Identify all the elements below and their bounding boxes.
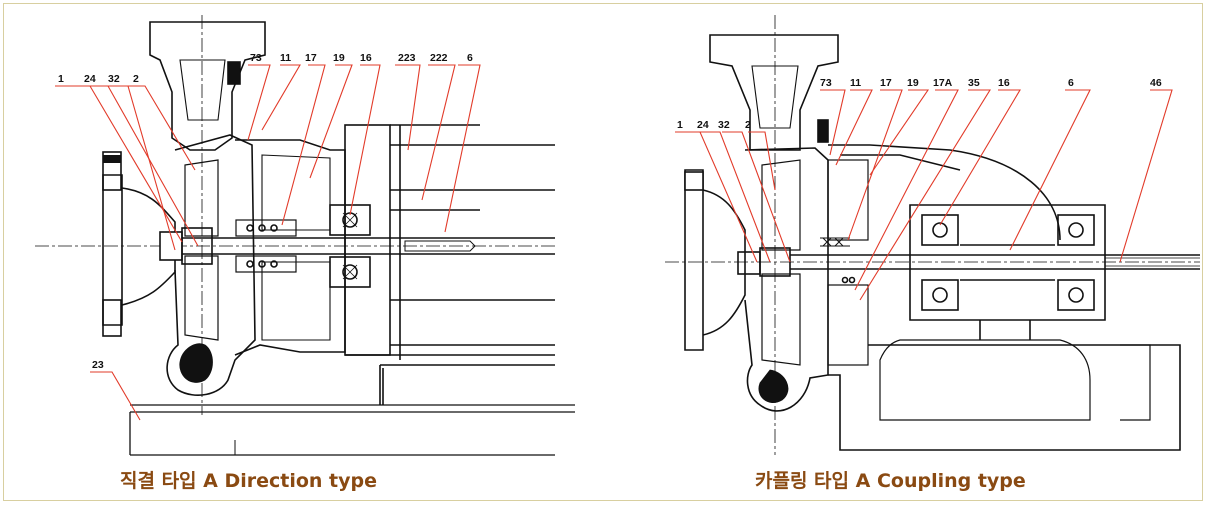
label-11: 11 [850,77,861,89]
left-diagram-caption: 직결 타입 A Direction type [120,470,378,492]
label-17a: 17A [933,77,953,89]
label-6: 6 [467,52,473,64]
label-19: 19 [333,52,345,64]
label-1: 1 [58,73,64,85]
label-35: 35 [968,77,980,89]
left-callout-labels: 1 24 32 2 73 11 17 19 16 223 222 6 23 [58,52,473,371]
label-2: 2 [133,73,139,85]
right-pump-drawing [665,15,1200,455]
label-32: 32 [718,119,730,131]
label-1: 1 [677,119,683,131]
label-2: 2 [745,119,751,131]
figure-frame [3,3,1203,501]
label-73: 73 [250,52,262,64]
right-callout-labels: 1 24 32 2 73 11 17 19 17A 35 16 6 46 [677,77,1162,131]
right-diagram-caption: 카플링 타입 A Coupling type [755,470,1026,492]
label-23: 23 [92,359,104,371]
label-16: 16 [998,77,1010,89]
label-32: 32 [108,73,120,85]
label-24: 24 [697,119,709,131]
label-223: 223 [398,52,416,64]
label-222: 222 [430,52,448,64]
label-11: 11 [280,52,291,64]
label-6: 6 [1068,77,1074,89]
label-73: 73 [820,77,832,89]
label-46: 46 [1150,77,1162,89]
left-pump-drawing [35,15,575,456]
label-17: 17 [305,52,317,64]
right-callout-lines [675,89,1173,301]
label-17: 17 [880,77,892,89]
label-24: 24 [84,73,96,85]
label-19: 19 [907,77,919,89]
left-callout-lines [55,64,481,421]
label-16: 16 [360,52,372,64]
